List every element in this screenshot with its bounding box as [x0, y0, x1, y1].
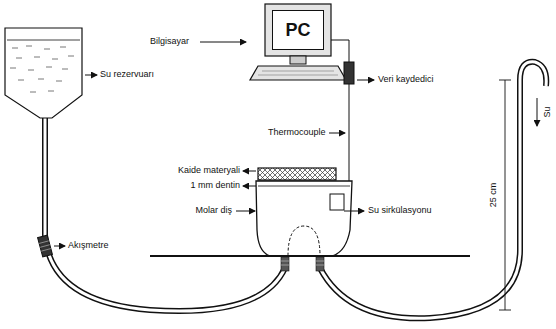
- monitor-screen: PC: [272, 10, 324, 50]
- dimension-label: 25 cm: [489, 183, 499, 208]
- dimension-line: [499, 80, 511, 310]
- leader-arrow: [54, 42, 537, 246]
- flow-label: Su: [543, 106, 553, 117]
- data-logger: [344, 62, 354, 84]
- part-label: Veri kaydedici: [378, 75, 434, 85]
- part-label: Bilgisayar: [150, 37, 189, 47]
- part-label: 1 mm dentin: [190, 181, 240, 191]
- part-label: Molar diş: [195, 206, 232, 216]
- part-label: Akışmetre: [68, 241, 109, 251]
- base-plate: [150, 255, 470, 257]
- molar-tooth: [256, 168, 352, 256]
- thermocouple-wire: [342, 84, 349, 196]
- flowmeter: [38, 235, 53, 257]
- part-label: Thermocouple: [268, 128, 326, 138]
- screen-label: PC: [285, 21, 310, 39]
- part-label: Su sirkülasyonu: [368, 206, 432, 216]
- part-label: Kaide materyali: [178, 166, 240, 176]
- tubing: [45, 62, 546, 318]
- part-label: Su rezervuarı: [100, 70, 154, 80]
- computer-monitor: [250, 4, 346, 80]
- wire: [331, 40, 349, 62]
- water-reservoir: [5, 28, 82, 118]
- tube-fitting: [281, 257, 324, 271]
